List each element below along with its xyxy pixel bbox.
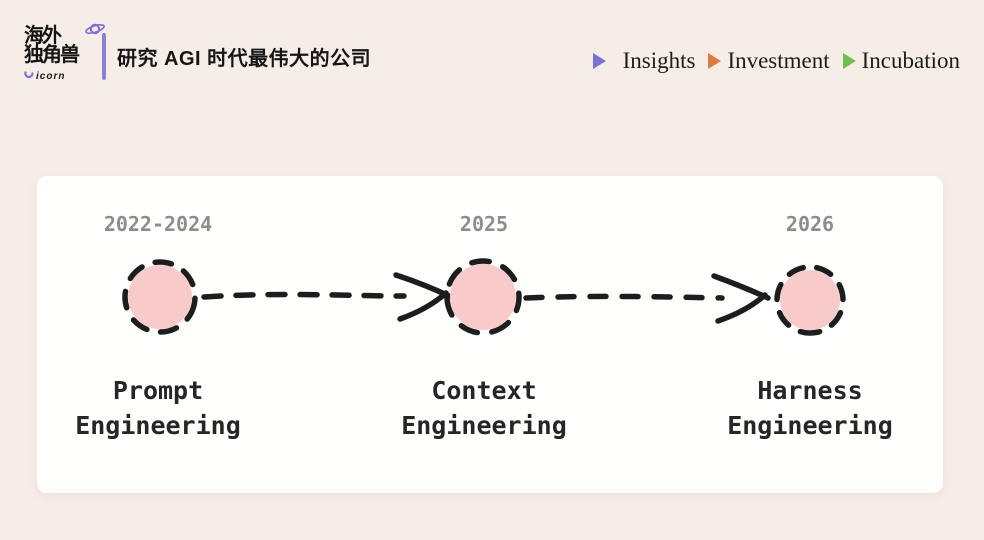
dashed-arrow-icon [518, 266, 778, 326]
triangle-right-icon [592, 53, 606, 69]
nav-item-incubation[interactable]: Incubation [842, 47, 960, 75]
header-divider [102, 33, 106, 80]
dashed-arrow-icon [198, 266, 458, 326]
stage-label: Prompt Engineering [75, 376, 241, 440]
logo-wordmark: icorn [36, 70, 66, 82]
nav-label: Insights [622, 48, 696, 73]
nav-label: Incubation [861, 48, 960, 73]
header-nav: Insights Investment Incubation [592, 46, 960, 76]
logo-wordmark-row: icorn [24, 67, 104, 85]
logo: 海外 独角兽 icorn [24, 23, 105, 85]
nav-item-investment[interactable]: Investment [708, 47, 830, 75]
logo-chinese: 海外 独角兽 [24, 23, 105, 66]
swirl-icon [24, 67, 34, 85]
stage-year: 2022-2024 [103, 212, 213, 236]
nav-item-insights[interactable]: Insights [592, 47, 696, 75]
timeline-node-icon [765, 255, 855, 345]
tagline: 研究 AGI 时代最伟大的公司 [117, 48, 372, 70]
logo-line-1: 海外 [24, 25, 62, 47]
stage-label: Harness Engineering [727, 376, 893, 440]
logo-line-2: 独角兽 [24, 44, 80, 66]
stage-label: Context Engineering [401, 376, 567, 440]
triangle-right-icon [842, 53, 856, 69]
planet-icon [84, 21, 106, 43]
triangle-right-icon [708, 53, 722, 69]
stage-year: 2025 [459, 212, 509, 236]
timeline-card: 2022-2024 2025 2026 [37, 176, 943, 493]
stage-year: 2026 [785, 212, 835, 236]
timeline-node-icon [115, 252, 205, 342]
timeline-node-icon [438, 252, 528, 342]
nav-label: Investment [727, 48, 830, 73]
